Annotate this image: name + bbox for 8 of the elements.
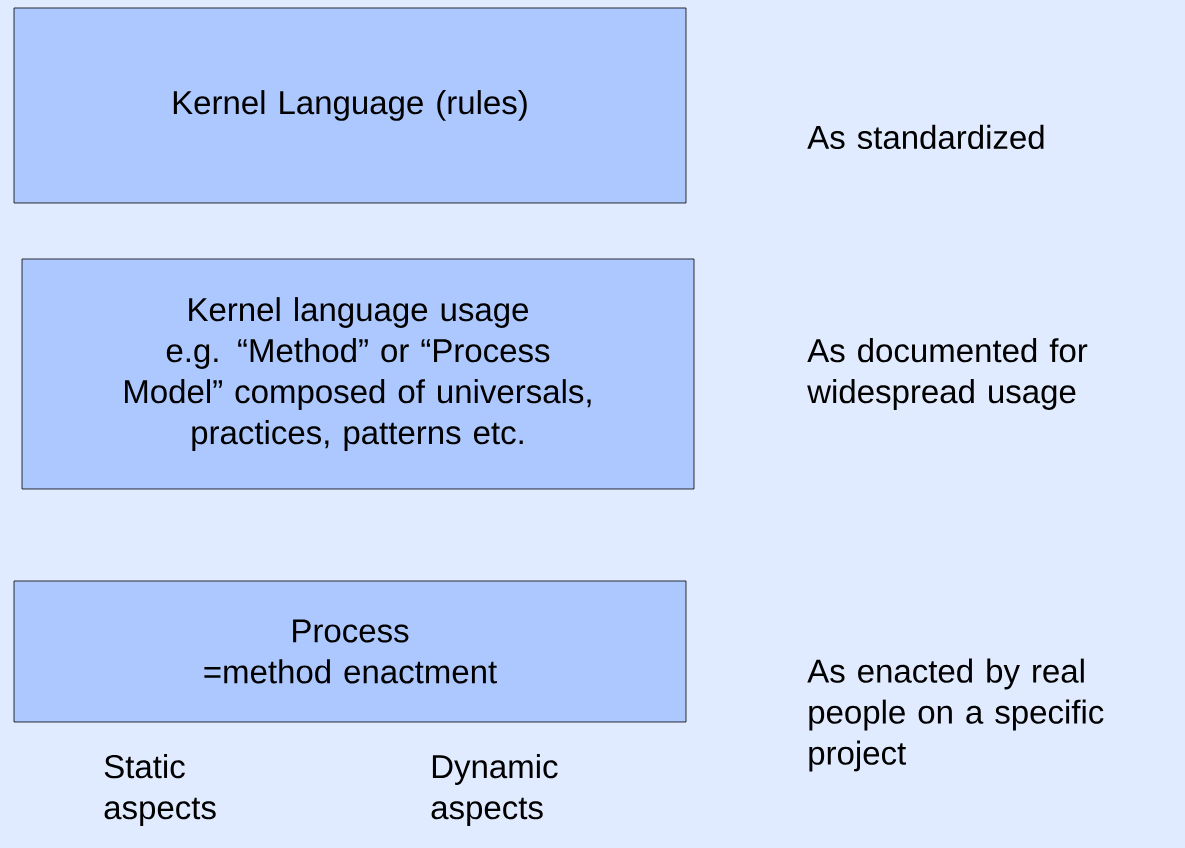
side-text: Static aspects: [104, 754, 216, 826]
process-box: Process =method enactment: [13, 580, 687, 723]
side-text: As enacted by real people on a specific project: [807, 658, 1104, 772]
process-box: Kernel Language (rules): [13, 7, 687, 204]
side-text: Dynamic aspects: [431, 754, 558, 826]
process-box: Kernel language usage e.g. “Method” or “Process Model” composed of universals, practices, patterns etc.: [21, 258, 695, 490]
side-text: As documented for widespread usage: [807, 338, 1088, 410]
side-text: As standardized: [807, 124, 1044, 150]
